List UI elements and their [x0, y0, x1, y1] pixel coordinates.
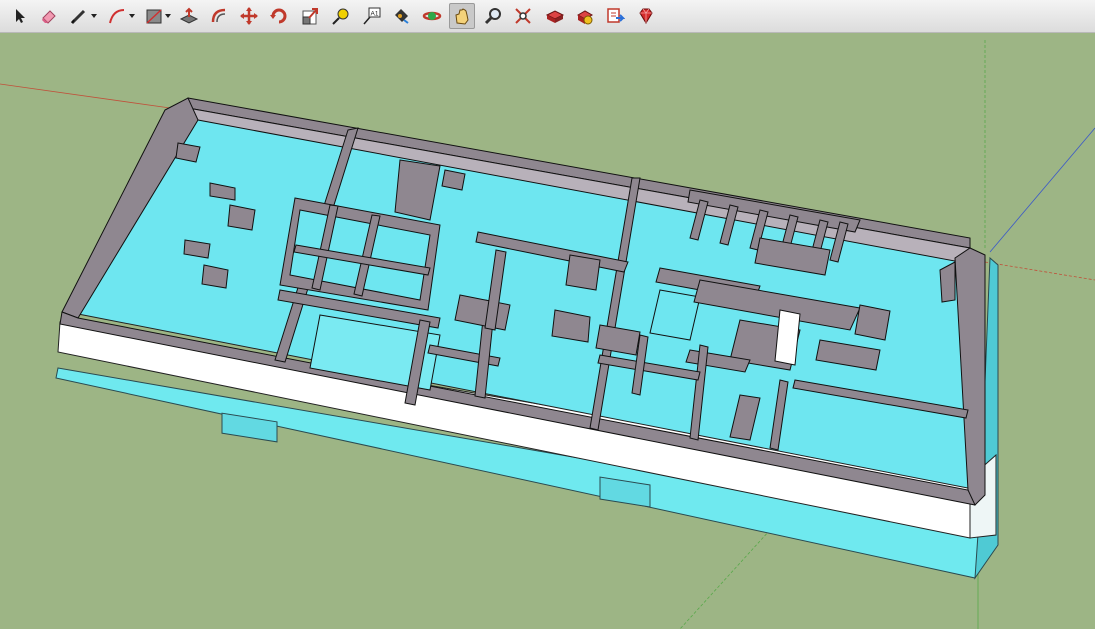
scale-icon [302, 8, 318, 25]
paint-bucket-tool-button[interactable] [388, 3, 414, 29]
magnifier-icon [484, 8, 501, 25]
room-cluster-right [649, 189, 956, 451]
rectangle-icon [146, 9, 162, 24]
shapes-tool-dropdown-arrow[interactable] [165, 13, 171, 19]
right-wall-top [954, 247, 986, 506]
arc-tool-dropdown-arrow[interactable] [129, 13, 135, 19]
left-wall-top [61, 97, 199, 319]
zoom-extents-icon [515, 8, 531, 24]
hand-icon [455, 8, 469, 25]
push-pull-icon [179, 7, 199, 24]
scale-tool-button[interactable] [297, 3, 323, 29]
extension-warehouse-icon [576, 10, 594, 25]
zoom-extents-tool-button[interactable] [510, 3, 536, 29]
zoom-tool-button[interactable] [480, 3, 506, 29]
offset-icon [211, 8, 226, 23]
fixtures-left [175, 142, 256, 289]
interior-walls-lower [597, 334, 969, 419]
warehouse-tool-button[interactable] [542, 3, 568, 29]
green-axis-dashed-line-front [679, 529, 771, 629]
3d-model-viewport[interactable] [0, 34, 1095, 629]
red-axis-line [0, 83, 171, 109]
send-to-layout-icon [607, 8, 625, 23]
extension-warehouse-tool-button[interactable] [572, 3, 598, 29]
blue-axis-line [989, 127, 1095, 253]
select-tool-button[interactable] [6, 3, 32, 29]
foundation-bump [599, 476, 651, 508]
eraser-tool-button[interactable] [36, 3, 62, 29]
move-tool-button[interactable] [236, 3, 262, 29]
shapes-tool-button[interactable] [141, 3, 167, 29]
pan-tool-button[interactable] [449, 3, 475, 29]
paint-bucket-icon [395, 9, 409, 24]
text-tool-label: A1 [371, 11, 379, 18]
tape-measure-icon [332, 8, 349, 25]
tape-measure-tool-button[interactable] [327, 3, 353, 29]
3d-warehouse-icon [545, 10, 565, 23]
orbit-icon [422, 11, 442, 21]
building-floor-plan-model[interactable] [0, 34, 1095, 629]
foundation-bump [221, 412, 278, 443]
red-axis-dashed-line [984, 261, 1095, 281]
eraser-icon [42, 10, 56, 24]
text-tool-button[interactable]: A1 [358, 3, 384, 29]
push-pull-tool-button[interactable] [176, 3, 202, 29]
arc-tool-button[interactable] [104, 3, 130, 29]
main-toolbar: A1 [0, 0, 1095, 33]
ruby-gem-icon [639, 8, 653, 24]
pencil-icon [70, 9, 86, 25]
orbit-tool-button[interactable] [419, 3, 445, 29]
ruby-console-tool-button[interactable] [633, 3, 659, 29]
send-to-layout-tool-button[interactable] [602, 3, 628, 29]
rotate-icon [270, 8, 287, 24]
line-tool-dropdown-arrow[interactable] [91, 13, 97, 19]
text-label-icon: A1 [363, 7, 381, 25]
offset-tool-button[interactable] [206, 3, 232, 29]
line-tool-button[interactable] [66, 3, 92, 29]
room-cluster-left [277, 197, 501, 406]
room-cluster-center [394, 159, 641, 356]
arc-icon [109, 9, 125, 24]
move-arrows-icon [240, 7, 258, 25]
arrow-cursor-icon [16, 9, 25, 23]
rotate-tool-button[interactable] [266, 3, 292, 29]
